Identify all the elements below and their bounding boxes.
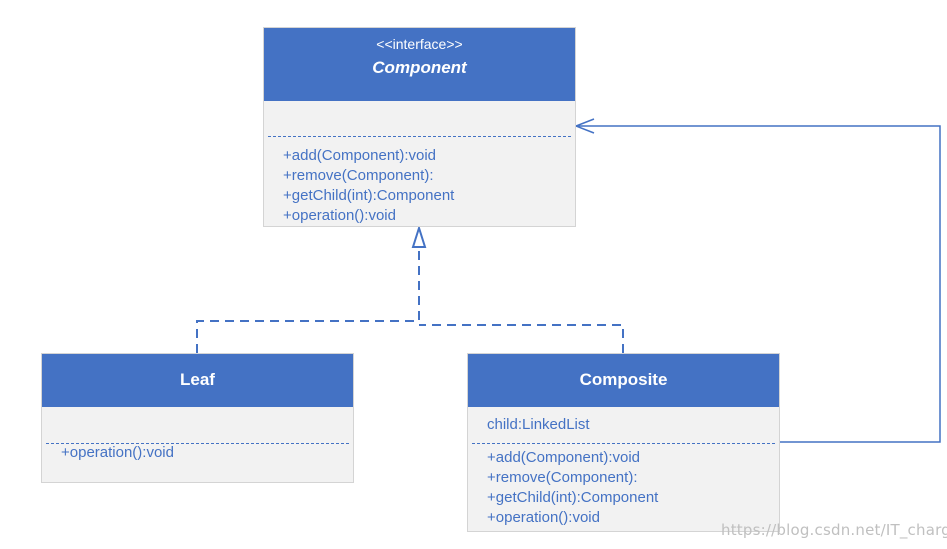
component-methods-section: +add(Component):void +remove(Component):… (264, 137, 575, 226)
leaf-class-box[interactable]: Leaf +operation():void (41, 353, 354, 483)
component-stereotype: <<interface>> (376, 36, 463, 52)
component-attributes-section (264, 101, 575, 137)
component-class-header: <<interface>> Component (264, 28, 575, 101)
leaf-class-name: Leaf (180, 370, 215, 389)
association-arrowhead-icon (573, 118, 595, 134)
component-separator (268, 136, 571, 137)
composite-separator (472, 443, 775, 444)
component-method: +remove(Component): (283, 167, 434, 184)
component-class-name: Component (372, 58, 467, 77)
composite-method: +operation():void (487, 509, 600, 526)
composite-attribute: child:LinkedList (487, 416, 590, 433)
composite-attributes-section: child:LinkedList (468, 407, 779, 443)
composite-methods-section: +add(Component):void +remove(Component):… (468, 443, 779, 528)
composite-association-line (576, 125, 941, 443)
composite-method: +add(Component):void (487, 449, 641, 466)
leaf-class-header: Leaf (42, 354, 353, 407)
composite-class-box[interactable]: Composite child:LinkedList +add(Componen… (467, 353, 780, 532)
leaf-attributes-section (42, 407, 353, 443)
composite-method: +remove(Component): (487, 469, 638, 486)
realization-arrowhead-icon (411, 224, 427, 248)
component-class-box[interactable]: <<interface>> Component +add(Component):… (263, 27, 576, 227)
component-method: +getChild(int):Component (283, 187, 455, 204)
leaf-realization-line (196, 247, 420, 353)
composite-method: +getChild(int):Component (487, 489, 659, 506)
component-method: +operation():void (283, 207, 396, 224)
composite-class-header: Composite (468, 354, 779, 407)
watermark-text: https://blog.csdn.net/IT_charge (721, 521, 947, 539)
leaf-separator (46, 443, 349, 444)
composite-class-name: Composite (579, 370, 668, 389)
component-method: +add(Component):void (283, 147, 437, 164)
composite-realization-line (419, 324, 624, 353)
leaf-method: +operation():void (61, 444, 174, 461)
leaf-methods-section: +operation():void (42, 443, 353, 463)
